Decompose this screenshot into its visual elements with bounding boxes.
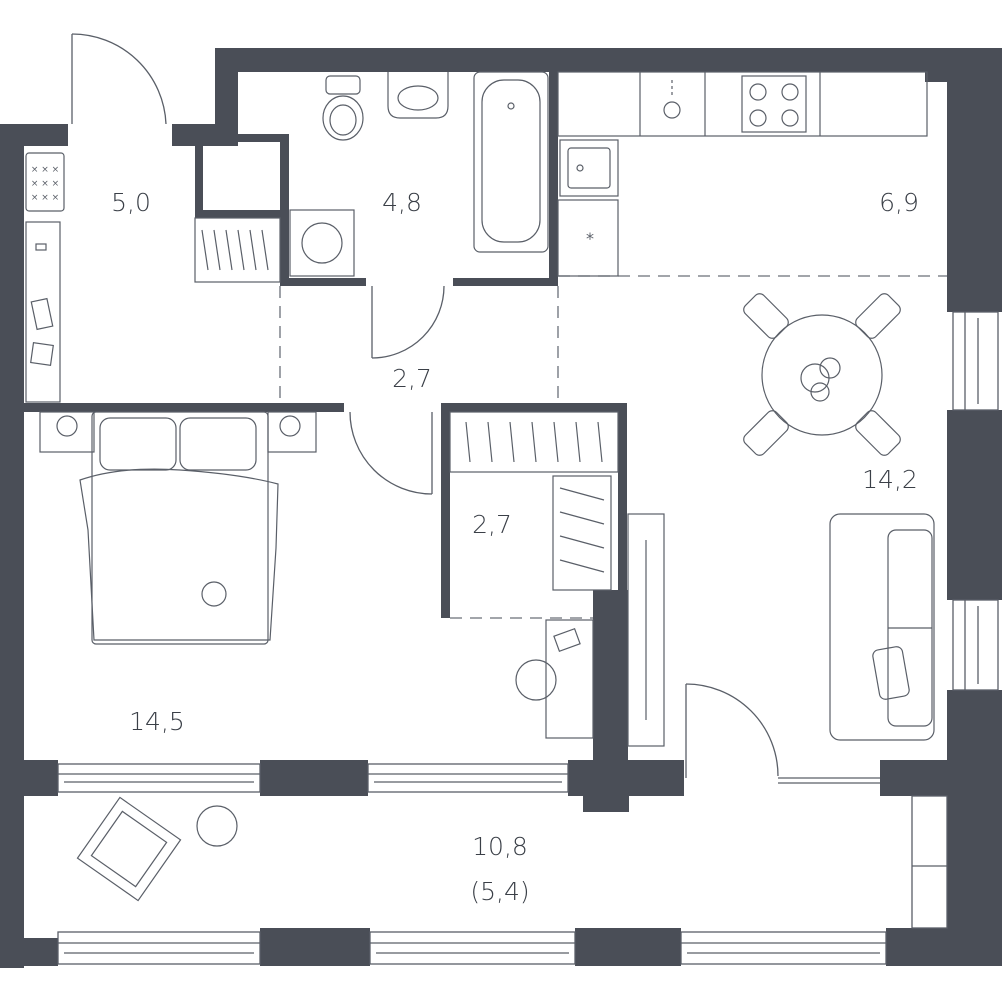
bathroom-area: 4,8: [382, 188, 422, 217]
wardrobe-area: 2,7: [472, 510, 512, 539]
chair-icon: [743, 293, 789, 339]
svg-text:× × ×: × × ×: [31, 165, 59, 175]
svg-text:× × ×: × × ×: [31, 193, 59, 203]
nightstand-icon: [267, 411, 317, 453]
wardrobe-icon: [449, 411, 619, 473]
desk-icon: [515, 619, 594, 739]
door-swing-icon: [685, 683, 779, 778]
chair-icon: [855, 410, 901, 456]
plant-icon: [800, 357, 841, 402]
washing-machine-icon: [289, 209, 355, 277]
balcony-area: 10,8: [472, 832, 528, 861]
corridor-area: 2,7: [392, 364, 432, 393]
door-swing-icon: [349, 411, 433, 495]
walls: [0, 48, 1002, 1000]
living-area: 14,2: [862, 465, 918, 494]
windows: [57, 311, 999, 965]
laundry-basket-icon: [76, 796, 182, 902]
hall-area: 5,0: [111, 188, 151, 217]
chair-icon: [743, 410, 789, 456]
wardrobe-icon: [25, 221, 61, 403]
wardrobe-icon: [194, 217, 281, 283]
bathtub-icon: [473, 71, 549, 253]
door-swing-icon: [371, 285, 445, 359]
door-swing-icon: [71, 33, 167, 125]
sofa-icon: [829, 513, 935, 741]
stove-icon: [741, 75, 807, 133]
furniture: × × × × × × × × ×: [25, 71, 935, 902]
stove-icon: × × × × × × × × ×: [25, 152, 65, 212]
svg-text:*: *: [586, 229, 594, 248]
dining-table-icon: [761, 314, 883, 436]
zone-lines: [279, 275, 947, 619]
area-labels: 5,0 4,8 6,9 2,7 14,2 2,7 14,5 10,8 (5,4): [111, 188, 919, 906]
doors: [71, 33, 779, 778]
chair-icon: [855, 293, 901, 339]
bed-icon: [79, 411, 279, 645]
bedroom-area: 14,5: [129, 707, 185, 736]
sink-icon: [387, 72, 449, 119]
kitchen-sink-icon: [559, 139, 619, 197]
svg-text:× × ×: × × ×: [31, 179, 59, 189]
balcony-reduced-area: (5,4): [470, 877, 529, 906]
nightstand-icon: [39, 411, 95, 453]
kitchen-area: 6,9: [879, 188, 919, 217]
toilet-icon: [322, 75, 364, 141]
